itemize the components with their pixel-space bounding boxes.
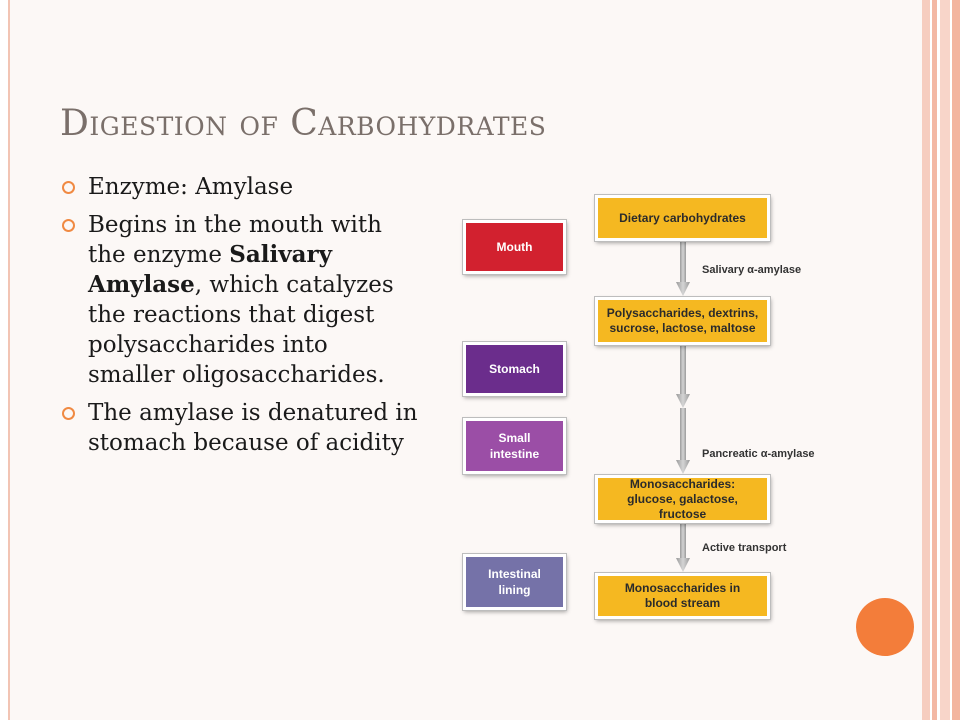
border-stripe <box>952 0 960 720</box>
organ-stomach: Stomach <box>463 342 566 396</box>
bullet-text: Begins in the mouth with the enzyme <box>88 212 382 268</box>
organ-mouth: Mouth <box>463 220 566 274</box>
enzyme-label-salivary: Salivary α-amylase <box>702 264 802 276</box>
stage-polysaccharides: Polysaccharides, dextrins, sucrose, lact… <box>595 297 770 345</box>
border-stripe <box>932 0 937 720</box>
decorative-circle <box>856 598 914 656</box>
bullet-item: Begins in the mouth with the enzyme Sali… <box>60 210 420 390</box>
bullet-text: , which catalyzes the reactions that dig… <box>88 272 394 388</box>
bullet-item: The amylase is denatured in stomach beca… <box>60 398 420 458</box>
down-arrow-icon <box>676 344 690 408</box>
organ-intestinal-lining: Intestinal lining <box>463 554 566 610</box>
bullet-list: Enzyme: Amylase Begins in the mouth with… <box>60 172 420 466</box>
stage-monosaccharides: Monosaccharides: glucose, galactose, fru… <box>595 475 770 523</box>
flow-arrows <box>676 240 690 572</box>
down-arrow-icon <box>676 523 690 572</box>
digestion-flow-diagram: Mouth Stomach Small intestine Intestinal… <box>460 190 850 630</box>
bullet-text: The amylase is denatured in stomach beca… <box>88 400 418 456</box>
bullet-ring-icon <box>62 407 75 420</box>
bullet-ring-icon <box>62 219 75 232</box>
slide-title: Digestion of Carbohydrates <box>60 103 547 144</box>
border-stripe <box>922 0 930 720</box>
bullet-ring-icon <box>62 181 75 194</box>
down-arrow-icon <box>676 240 690 296</box>
bullet-bold-term: Salivary Amylase <box>88 241 332 298</box>
organ-small-intestine: Small intestine <box>463 418 566 474</box>
bullet-item: Enzyme: Amylase <box>60 172 420 202</box>
stage-dietary-carbohydrates: Dietary carbohydrates <box>595 195 770 241</box>
enzyme-label-pancreatic: Pancreatic α-amylase <box>702 448 815 460</box>
bullet-text: Enzyme: Amylase <box>88 174 294 200</box>
transport-label: Active transport <box>702 542 787 554</box>
stage-blood-stream: Monosaccharides in blood stream <box>595 573 770 619</box>
down-arrow-icon <box>676 408 690 474</box>
border-stripe <box>940 0 950 720</box>
